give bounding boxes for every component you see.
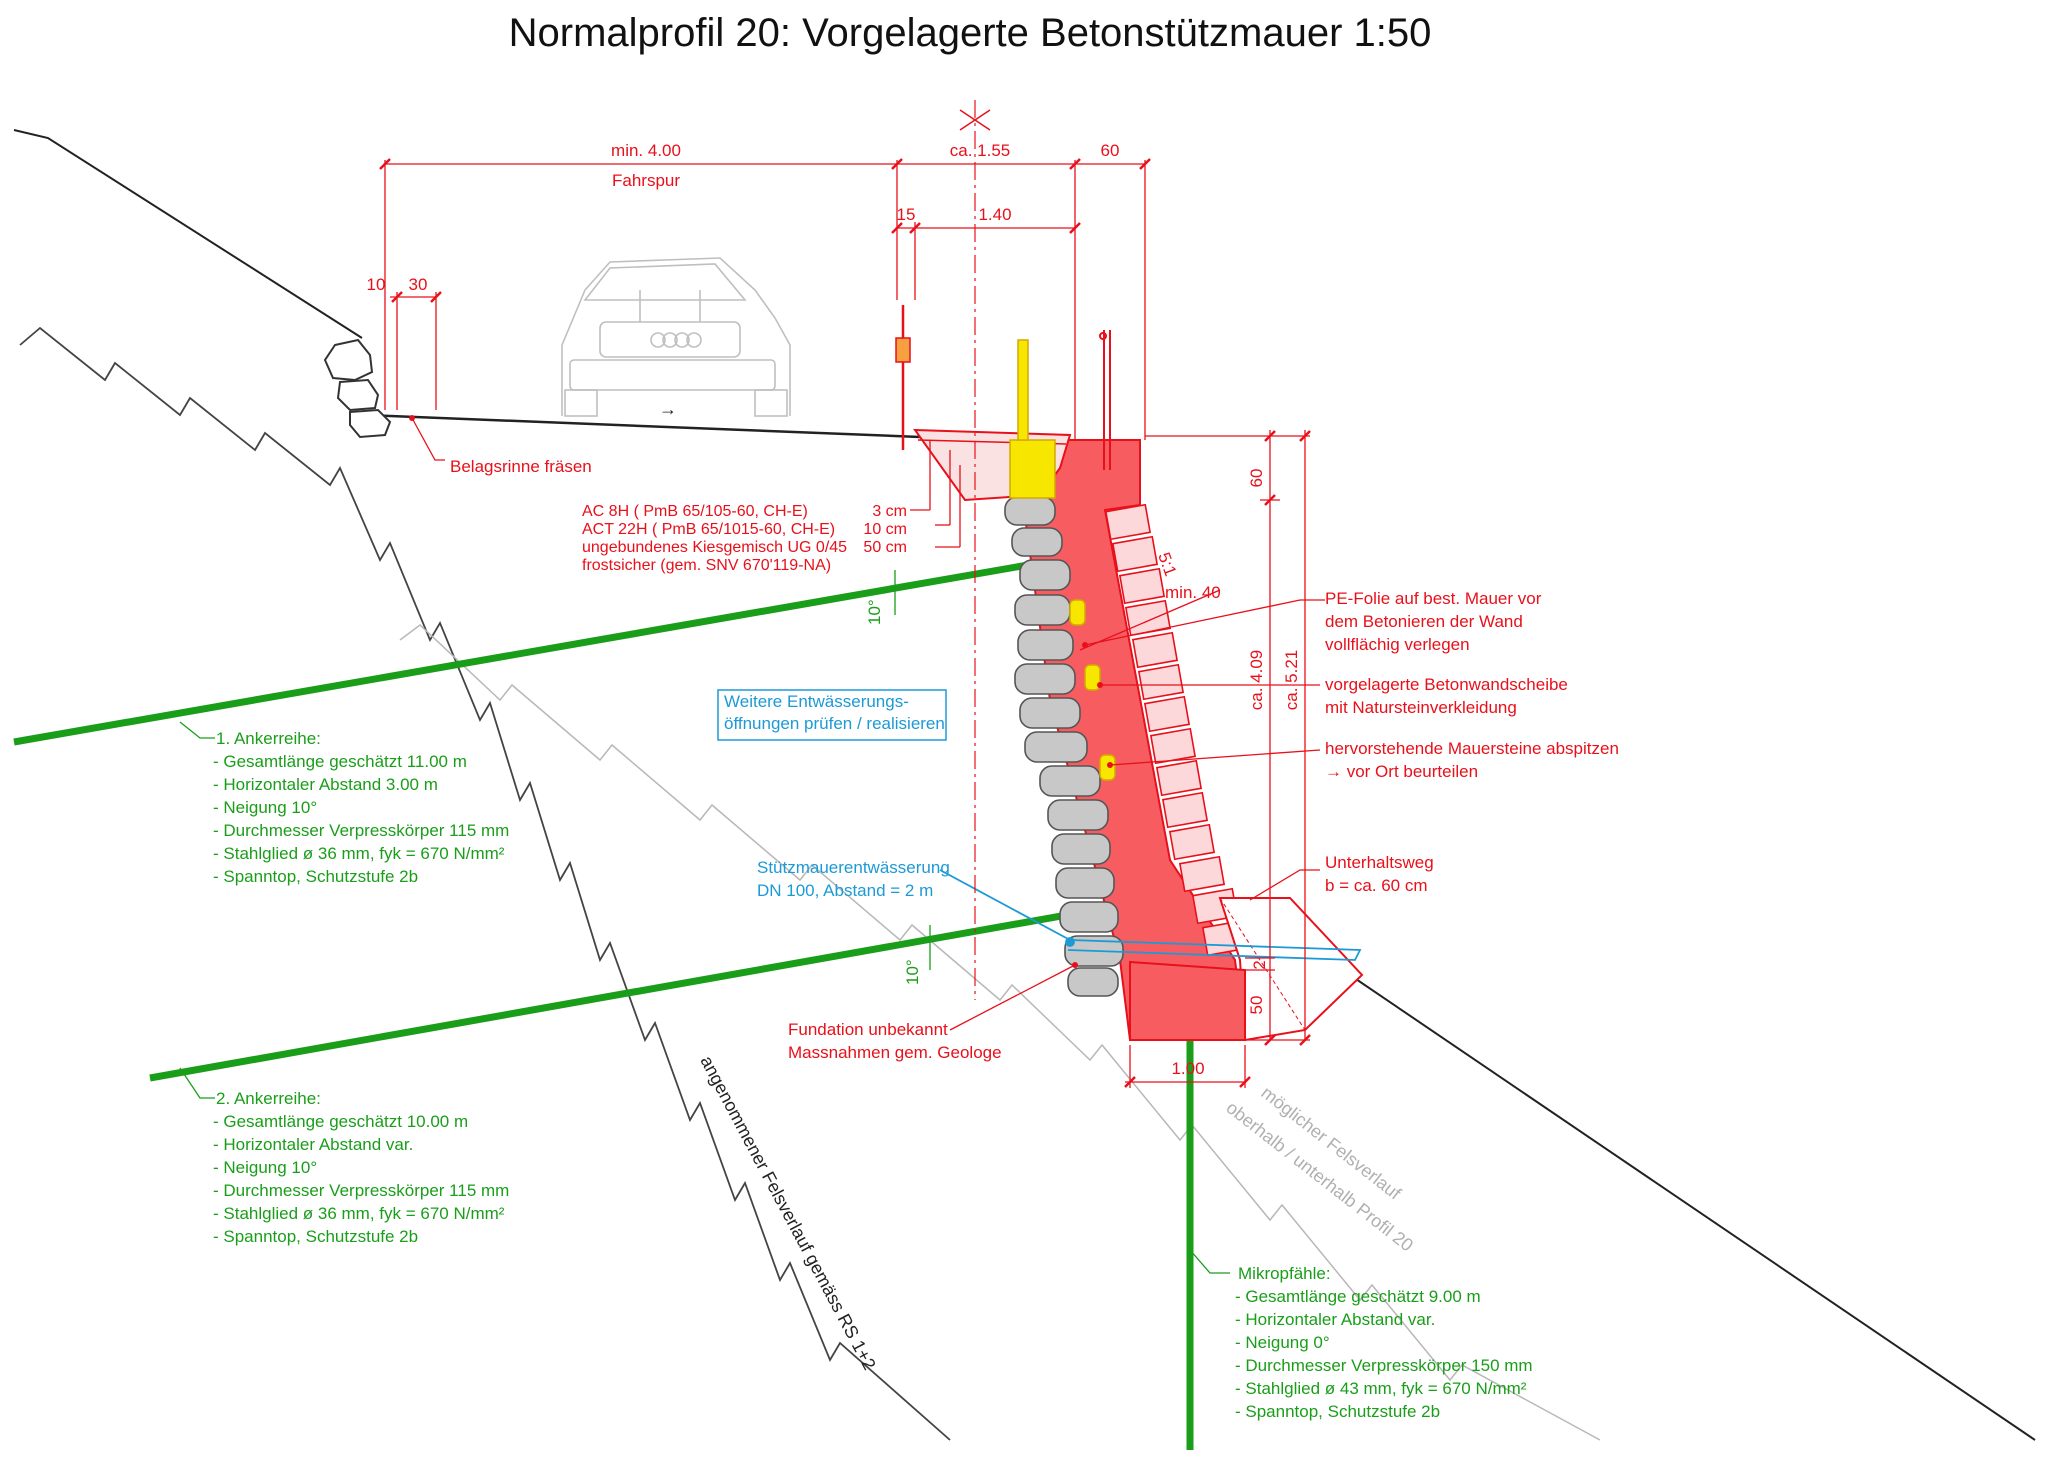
- dim-ca155: ca. 1.55: [950, 141, 1011, 160]
- anchor2-title: 2. Ankerreihe:: [216, 1089, 321, 1108]
- dim-2: 2: [1250, 960, 1269, 969]
- micro-line: - Neigung 0°: [1235, 1333, 1330, 1352]
- layer-1-thickness: 3 cm: [872, 503, 907, 520]
- dim-60-right: 60: [1247, 469, 1266, 488]
- drainage-info-box: [717, 689, 947, 741]
- anchor1-line: - Stahlglied ø 36 mm, fyk = 670 N/mm²: [213, 844, 505, 863]
- dimension-ticks: [379, 158, 1311, 1088]
- dim-100: 1.00: [1171, 1059, 1204, 1078]
- dim-min400: min. 4.00: [611, 141, 681, 160]
- anchor-row-1: [13, 551, 1086, 746]
- upper-slope-line: [13, 129, 363, 339]
- car-outline: [561, 257, 791, 417]
- existing-masonry: [1004, 496, 1124, 997]
- label-hervor-2: → vor Ort beurteilen: [1325, 762, 1478, 781]
- anchor-row-2-notes: 2. Ankerreihe: - Gesamtlänge geschätzt 1…: [213, 1089, 509, 1246]
- label-unterh-1: Unterhaltsweg: [1325, 853, 1434, 872]
- dim-fahrspur: Fahrspur: [612, 171, 680, 190]
- label-pe-3: vollflächig verlegen: [1325, 635, 1470, 654]
- label-entw-1: Weitere Entwässerungs-: [724, 692, 909, 711]
- annotation-leaders: [411, 417, 1325, 1031]
- layer-frost: frostsicher (gem. SNV 670'119-NA): [582, 557, 831, 574]
- micro-line: - Durchmesser Verpresskörper 150 mm: [1235, 1356, 1533, 1375]
- label-fund-1: Fundation unbekannt: [788, 1020, 948, 1039]
- anchor2-line: - Gesamtlänge geschätzt 10.00 m: [213, 1112, 468, 1131]
- anchor1-line: - Durchmesser Verpresskörper 115 mm: [213, 821, 509, 840]
- anchor1-title: 1. Ankerreihe:: [216, 729, 321, 748]
- layer-2-thickness: 10 cm: [863, 521, 907, 538]
- anchor2-line: - Neigung 10°: [213, 1158, 317, 1177]
- anchor1-line: - Neigung 10°: [213, 798, 317, 817]
- label-entw-2: öffnungen prüfen / realisieren: [724, 714, 945, 733]
- dim-ca521: ca. 5.21: [1282, 650, 1301, 711]
- label-pe-1: PE-Folie auf best. Mauer vor: [1325, 589, 1542, 608]
- angle-1: 10°: [865, 599, 884, 625]
- anchor-row-1-notes: 1. Ankerreihe: - Gesamtlänge geschätzt 1…: [213, 729, 509, 886]
- dim-60-top: 60: [1101, 141, 1120, 160]
- label-belagsrinne: Belagsrinne fräsen: [450, 457, 592, 476]
- label-vorg-1: vorgelagerte Betonwandscheibe: [1325, 675, 1568, 694]
- anchor1-line: - Horizontaler Abstand 3.00 m: [213, 775, 438, 794]
- micro-line: - Gesamtlänge geschätzt 9.00 m: [1235, 1287, 1481, 1306]
- dim-140: 1.40: [978, 205, 1011, 224]
- lower-slope-line: [1349, 974, 2036, 1441]
- leader-dots: [409, 415, 1113, 968]
- anchor1-line: - Spanntop, Schutzstufe 2b: [213, 867, 418, 886]
- rock-line-possible: [399, 624, 1601, 1441]
- micropile-notes: Mikropfähle: - Gesamtlänge geschätzt 9.0…: [1235, 1264, 1533, 1421]
- micro-title: Mikropfähle:: [1238, 1264, 1331, 1283]
- layer-3-thickness: 50 cm: [863, 539, 907, 556]
- rock-line-rs: [19, 326, 951, 1441]
- dim-ca409: ca. 4.09: [1247, 650, 1266, 711]
- drawing-title: Normalprofil 20: Vorgelagerte Betonstütz…: [509, 11, 1432, 55]
- label-fund-2: Massnahmen gem. Geologe: [788, 1043, 1002, 1062]
- layer-2-name: ACT 22H ( PmB 65/1015-60, CH-E): [582, 521, 835, 538]
- micro-line: - Horizontaler Abstand var.: [1235, 1310, 1435, 1329]
- anchor2-line: - Horizontaler Abstand var.: [213, 1135, 413, 1154]
- axis-symbol: [959, 109, 991, 131]
- edge-boulders: [323, 338, 392, 439]
- dimension-lines: [384, 160, 1310, 1088]
- label-pe-2: dem Betonieren der Wand: [1325, 612, 1523, 631]
- dim-30: 30: [409, 275, 428, 294]
- angle-2: 10°: [903, 959, 922, 985]
- dim-50: 50: [1247, 996, 1266, 1015]
- stone-cladding: [1104, 503, 1249, 957]
- dim-15: 15: [897, 205, 916, 224]
- yellow-drain-elements: [1009, 339, 1116, 781]
- direction-arrow: →: [659, 399, 677, 419]
- anchor2-line: - Stahlglied ø 36 mm, fyk = 670 N/mm²: [213, 1204, 505, 1223]
- wall-drainage-pipe: [939, 869, 1362, 961]
- label-smw-1: Stützmauerentwässerung: [757, 858, 950, 877]
- anchor2-line: - Durchmesser Verpresskörper 115 mm: [213, 1181, 509, 1200]
- label-smw-2: DN 100, Abstand = 2 m: [757, 881, 933, 900]
- label-unterh-2: b = ca. 60 cm: [1325, 876, 1428, 895]
- micro-line: - Spanntop, Schutzstufe 2b: [1235, 1402, 1440, 1421]
- foundation-block: [1129, 960, 1246, 1041]
- roadside-post: [895, 305, 911, 450]
- angle-markers: [894, 570, 931, 970]
- layer-3-name: ungebundenes Kiesgemisch UG 0/45: [582, 539, 847, 556]
- road-surface: [364, 413, 921, 439]
- layer-1-name: AC 8H ( PmB 65/105-60, CH-E): [582, 503, 808, 520]
- anchor2-line: - Spanntop, Schutzstufe 2b: [213, 1227, 418, 1246]
- anchor1-line: - Gesamtlänge geschätzt 11.00 m: [213, 752, 467, 771]
- railing-post: [1099, 330, 1111, 470]
- micro-line: - Stahlglied ø 43 mm, fyk = 670 N/mm²: [1235, 1379, 1527, 1398]
- label-hervor-1: hervorstehende Mauersteine abspitzen: [1325, 739, 1619, 758]
- label-vorg-2: mit Natursteinverkleidung: [1325, 698, 1517, 717]
- label-fels-rs: angenommener Felsverlauf gemäss RS 1+2: [696, 1052, 879, 1373]
- dim-min40: min. 40: [1165, 583, 1221, 602]
- dim-10: 10: [367, 275, 386, 294]
